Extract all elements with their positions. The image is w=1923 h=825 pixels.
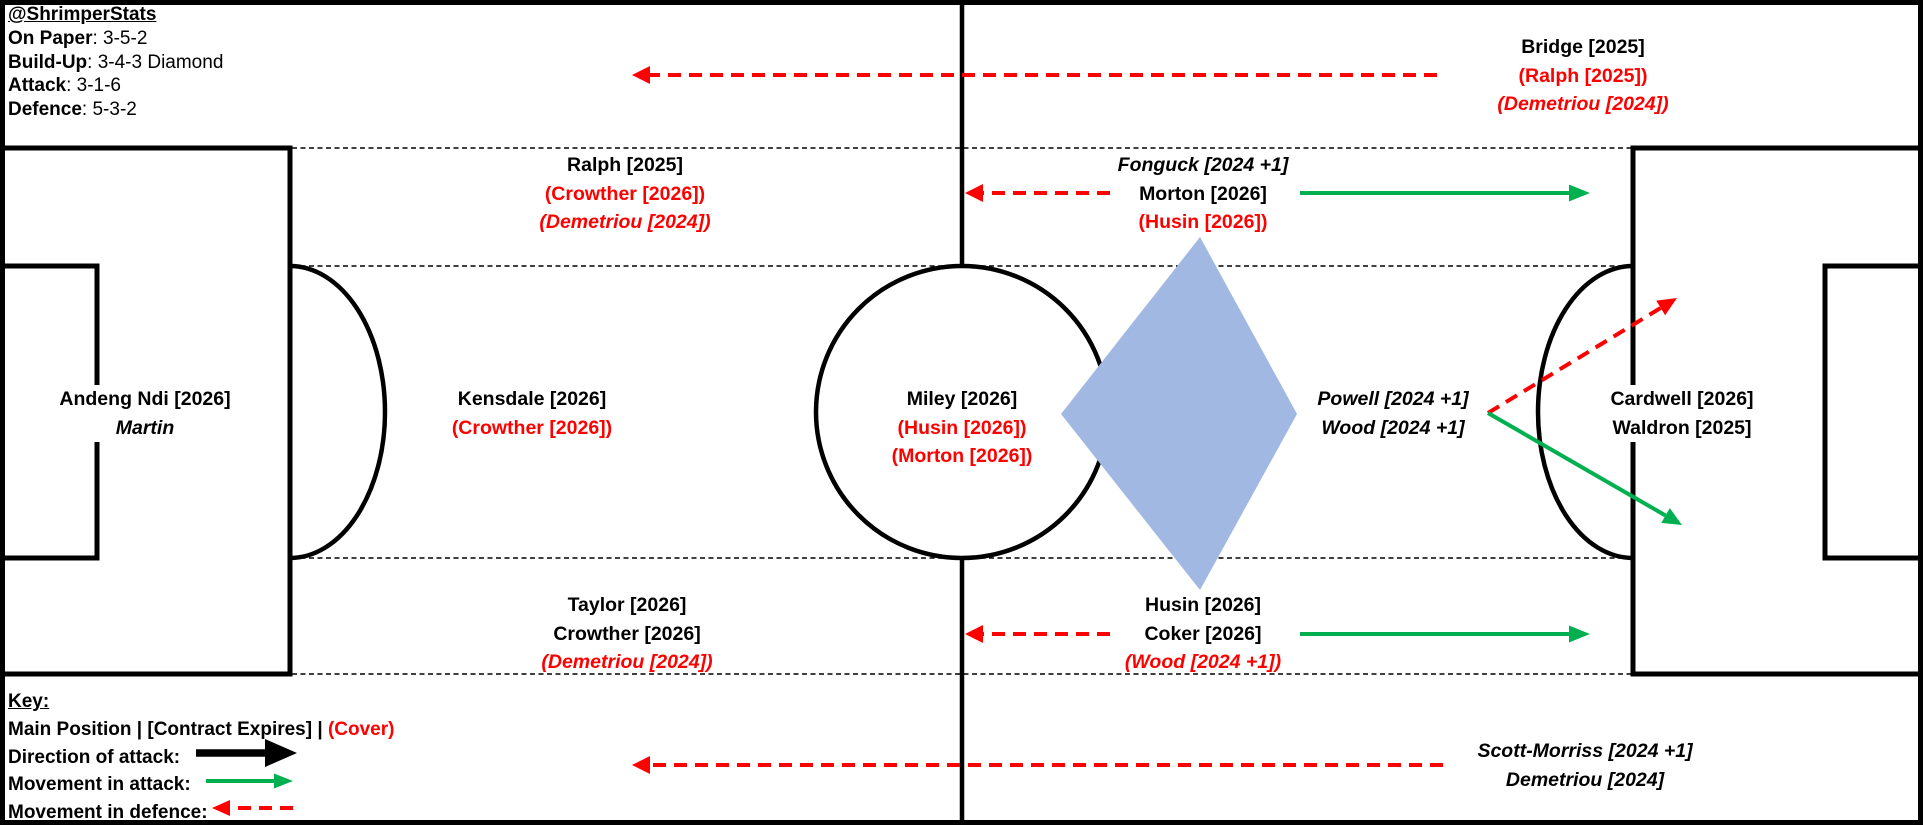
defence-arrowhead: [965, 625, 983, 643]
player-label-gk: Andeng Ndi [2026] Martin: [53, 385, 237, 442]
player-label-fw-center: Cardwell [2026] Waldron [2025]: [1604, 385, 1760, 442]
player-label-cb-top: Ralph [2025] (Crowther [2026]) (Demetrio…: [539, 154, 711, 233]
defence-arrow-diagonal: [1486, 306, 1662, 415]
key-direction-arrowhead: [265, 739, 297, 767]
goal-box-right: [1822, 263, 1920, 561]
stat-build-up: Build-Up: 3-4-3 Diamond: [8, 51, 224, 73]
stat-defence: Defence: 5-3-2: [8, 99, 137, 121]
stats-panel: @ShrimperStats On Paper: 3-5-2 Build-Up:…: [8, 3, 223, 122]
attack-arrowhead: [1569, 184, 1590, 202]
credit-handle: @ShrimperStats: [8, 4, 157, 25]
key-legend-line: Main Position | [Contract Expires] | (Co…: [8, 718, 395, 740]
player-label-fw-top: Bridge [2025] (Ralph [2025]) (Demetriou …: [1497, 36, 1669, 115]
key-title: Key:: [8, 691, 50, 712]
key-movement-in-attack-label: Movement in attack:: [8, 774, 191, 796]
attack-arrowhead: [1661, 508, 1682, 525]
stat-on-paper: On Paper: 3-5-2: [8, 27, 148, 49]
defence-arrowhead: [632, 66, 650, 84]
penalty-arc-right: [1535, 263, 1634, 561]
player-label-mid-top: Fonguck [2024 +1] Morton [2026] (Husin […: [1117, 154, 1289, 233]
attack-movement-arrows: [206, 184, 1682, 789]
key-movement-in-defence-label: Movement in defence:: [8, 802, 208, 824]
player-label-mid-bottom: Husin [2026] Coker [2026] (Wood [2024 +1…: [1124, 594, 1282, 673]
player-label-mid-center: Miley [2026] (Husin [2026]) (Morton [202…: [891, 388, 1033, 467]
zone-lines: [292, 147, 1631, 675]
defence-movement-arrows: [212, 66, 1677, 816]
player-label-cb-bottom: Taylor [2026] Crowther [2026] (Demetriou…: [541, 594, 713, 673]
stat-attack: Attack: 3-1-6: [8, 75, 121, 97]
defence-arrowhead: [965, 184, 983, 202]
attack-arrow-diagonal: [1486, 411, 1667, 518]
penalty-box-left: [3, 145, 293, 677]
attack-arrowhead: [1569, 625, 1590, 643]
player-label-cb-middle: Kensdale [2026] (Crowther [2026]): [451, 388, 613, 439]
penalty-arc-left: [289, 263, 388, 561]
key-direction-of-attack-label: Direction of attack:: [8, 746, 181, 768]
key-defence-arrowhead: [212, 800, 230, 816]
defence-arrowhead: [1656, 298, 1677, 316]
direction-of-attack-arrow: [196, 739, 297, 767]
player-label-fw-bottom: Scott-Morriss [2024 +1] Demetriou [2024]: [1477, 740, 1693, 791]
key-panel: Key: Main Position | [Contract Expires] …: [8, 688, 394, 825]
player-label-attacking-mid: Powell [2024 +1] Wood [2024 +1]: [1317, 388, 1469, 439]
key-attack-arrowhead: [274, 773, 293, 789]
defence-arrowhead: [632, 756, 650, 774]
midfield-diamond-shape: [1061, 237, 1297, 590]
